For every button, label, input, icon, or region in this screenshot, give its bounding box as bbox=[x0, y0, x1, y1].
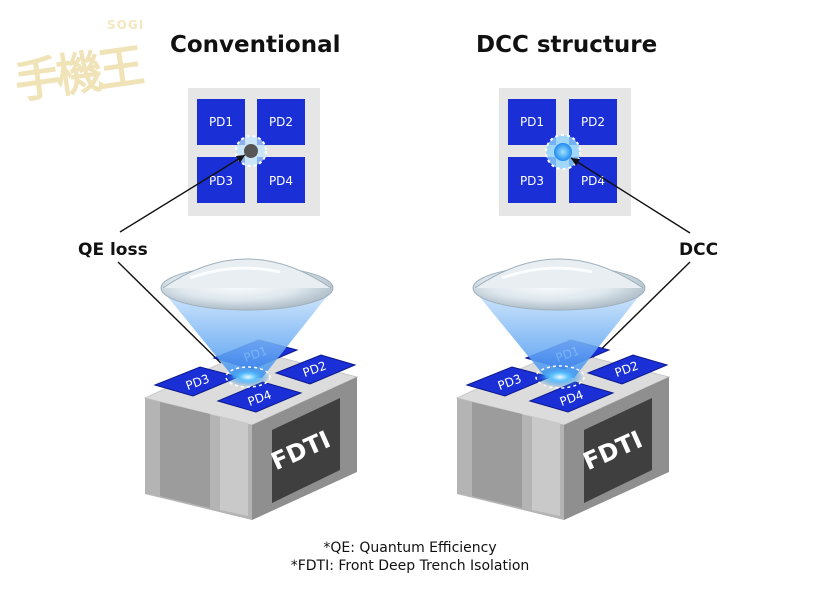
pixel-label-pd4: PD4 bbox=[269, 174, 293, 188]
sensor-block-conventional: FDTI PD3 PD4 PD1 PD2 bbox=[143, 258, 359, 520]
focus-glow bbox=[535, 365, 585, 389]
tile-pd2 bbox=[274, 354, 357, 385]
fdti-trench bbox=[584, 398, 652, 503]
arrow-to-spot bbox=[570, 157, 691, 234]
light-cone bbox=[162, 290, 332, 378]
focus-glow bbox=[225, 366, 271, 388]
pixel-label-pd2: PD2 bbox=[581, 115, 605, 129]
pixel-pd1 bbox=[197, 99, 245, 145]
pixel-pd4 bbox=[257, 157, 305, 203]
light-spot-center bbox=[244, 144, 258, 158]
light-spot-center bbox=[554, 143, 572, 161]
pixel-label-pd1: PD1 bbox=[209, 115, 233, 129]
fdti-trench bbox=[272, 398, 340, 503]
tile-pd2 bbox=[586, 354, 669, 385]
arrow-to-block bbox=[117, 261, 231, 373]
sensor-block-dcc: FDTI PD3 PD4 PD1 PD2 bbox=[455, 258, 671, 520]
callout-dcc: DCC bbox=[679, 240, 719, 260]
tile-pd4 bbox=[216, 381, 303, 413]
pixel-grid-conventional: PD1 PD2 PD3 PD4 bbox=[188, 88, 320, 216]
watermark-logo: SOGI 手機王 bbox=[6, 8, 156, 109]
arrow-to-spot bbox=[119, 154, 246, 233]
tile-pd4 bbox=[528, 381, 615, 413]
light-cone bbox=[474, 290, 644, 378]
callout-arrows-left bbox=[117, 154, 246, 373]
pixel-pd1 bbox=[508, 99, 556, 145]
pixel-label-pd3: PD3 bbox=[520, 174, 544, 188]
pixel-label-pd4: PD4 bbox=[581, 174, 605, 188]
watermark-brand: SOGI bbox=[107, 18, 145, 32]
pixel-pd3 bbox=[508, 157, 556, 203]
pixel-grid-dcc: PD1 PD2 PD3 PD4 bbox=[499, 88, 631, 216]
pixel-label-pd2: PD2 bbox=[269, 115, 293, 129]
heading-conventional: Conventional bbox=[170, 32, 341, 58]
pixel-label-pd3: PD3 bbox=[209, 174, 233, 188]
footnote-qe: *QE: Quantum Efficiency bbox=[323, 540, 497, 556]
pixel-label-pd1: PD1 bbox=[520, 115, 544, 129]
heading-dcc-structure: DCC structure bbox=[476, 32, 658, 58]
pixel-pd2 bbox=[569, 99, 617, 145]
pixel-pd2 bbox=[257, 99, 305, 145]
callout-qe-loss: QE loss bbox=[78, 240, 148, 260]
pixel-pd4 bbox=[569, 157, 617, 203]
footnote-fdti: *FDTI: Front Deep Trench Isolation bbox=[290, 558, 530, 574]
